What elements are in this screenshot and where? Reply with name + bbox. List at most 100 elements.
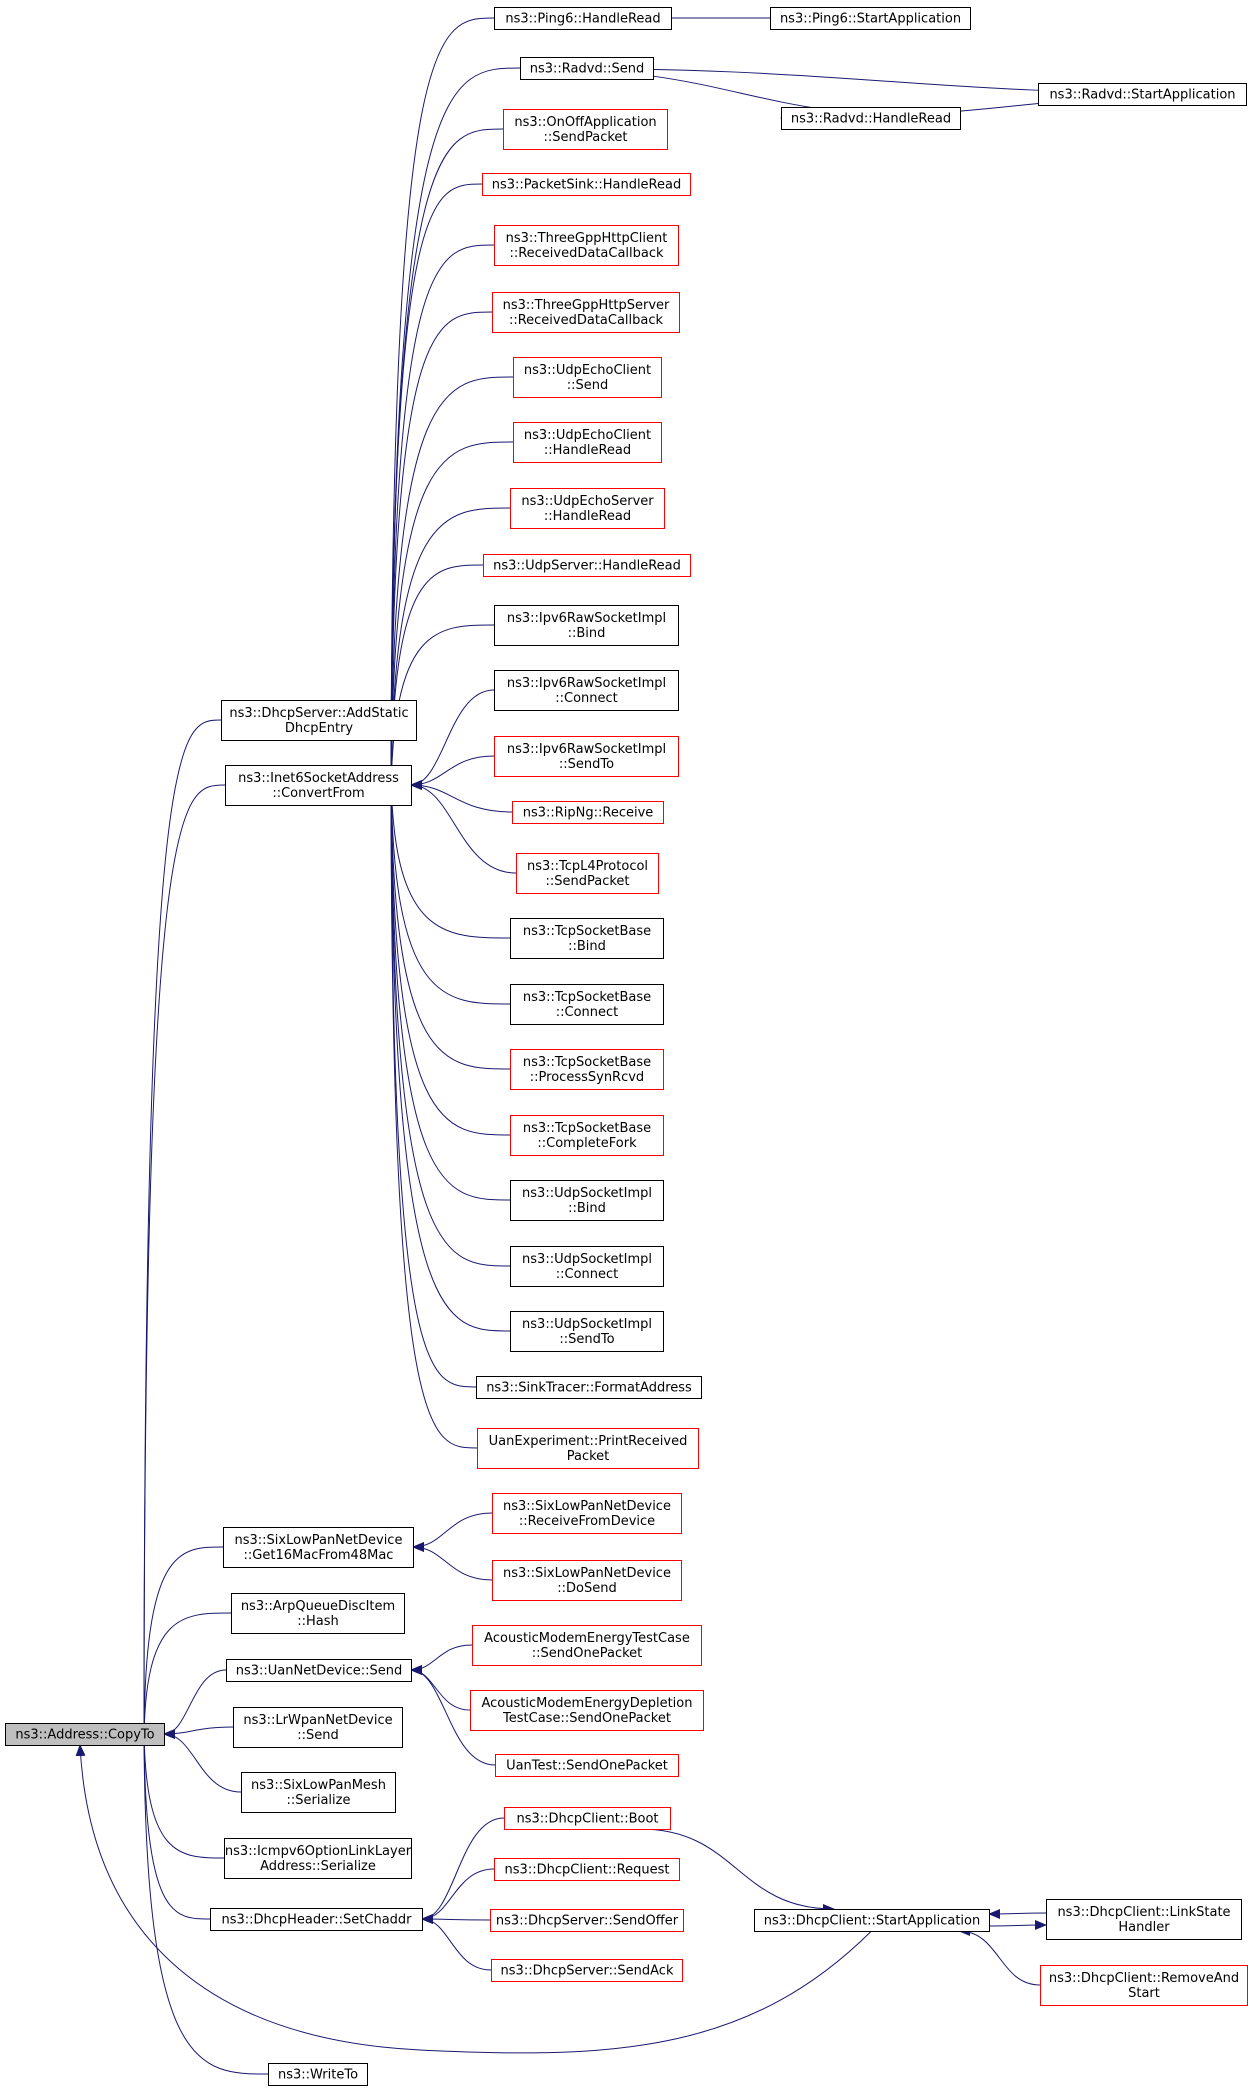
- node-box[interactable]: [510, 1049, 664, 1090]
- node-box[interactable]: [510, 1246, 664, 1287]
- node-box[interactable]: [492, 1493, 682, 1534]
- node-box[interactable]: [512, 801, 664, 824]
- node-box[interactable]: [1040, 1965, 1248, 2006]
- node-tcpsock-processsynrcvd[interactable]: ns3::TcpSocketBase::ProcessSynRcvd: [510, 1049, 664, 1090]
- node-box[interactable]: [1038, 83, 1247, 106]
- node-box[interactable]: [510, 1311, 664, 1352]
- node-radvd-startapp[interactable]: ns3::Radvd::StartApplication: [1038, 83, 1247, 106]
- node-box[interactable]: [510, 984, 664, 1025]
- node-udpsock-connect[interactable]: ns3::UdpSocketImpl::Connect: [510, 1246, 664, 1287]
- node-box[interactable]: [520, 57, 654, 80]
- node-sixlowpan-get16[interactable]: ns3::SixLowPanNetDevice::Get16MacFrom48M…: [223, 1527, 414, 1568]
- node-sixlowpan-receive[interactable]: ns3::SixLowPanNetDevice::ReceiveFromDevi…: [492, 1493, 682, 1534]
- node-box[interactable]: [513, 422, 662, 463]
- node-httpserver-received[interactable]: ns3::ThreeGppHttpServer::ReceivedDataCal…: [492, 292, 680, 333]
- node-udpechoclient-send[interactable]: ns3::UdpEchoClient::Send: [513, 357, 662, 398]
- node-lrwpan-send[interactable]: ns3::LrWpanNetDevice::Send: [233, 1707, 403, 1748]
- node-box[interactable]: [1046, 1899, 1242, 1940]
- node-inet6-convertfrom[interactable]: ns3::Inet6SocketAddress::ConvertFrom: [225, 765, 412, 806]
- node-dhcpserver-sendack[interactable]: ns3::DhcpServer::SendAck: [491, 1959, 683, 1982]
- node-box[interactable]: [490, 1909, 684, 1932]
- node-dhcpserver-sendoffer[interactable]: ns3::DhcpServer::SendOffer: [490, 1909, 684, 1932]
- node-box[interactable]: [494, 1858, 680, 1881]
- node-box[interactable]: [503, 109, 668, 150]
- node-box[interactable]: [241, 1772, 396, 1813]
- node-ipv6raw-sendto[interactable]: ns3::Ipv6RawSocketImpl::SendTo: [494, 736, 679, 777]
- node-sixlowpan-dosend[interactable]: ns3::SixLowPanNetDevice::DoSend: [492, 1560, 682, 1601]
- node-dhcpheader-setchaddr[interactable]: ns3::DhcpHeader::SetChaddr: [210, 1908, 423, 1931]
- node-box[interactable]: [754, 1909, 990, 1932]
- node-box[interactable]: [472, 1625, 702, 1666]
- node-ping6-handleread[interactable]: ns3::Ping6::HandleRead: [494, 7, 672, 30]
- node-udpsock-sendto[interactable]: ns3::UdpSocketImpl::SendTo: [510, 1311, 664, 1352]
- node-box[interactable]: [510, 488, 665, 529]
- node-box[interactable]: [476, 1376, 702, 1399]
- node-writeto[interactable]: ns3::WriteTo: [268, 2063, 368, 2086]
- node-box[interactable]: [482, 173, 691, 196]
- node-box[interactable]: [231, 1593, 405, 1634]
- node-ripng-receive[interactable]: ns3::RipNg::Receive: [512, 801, 664, 824]
- node-box[interactable]: [483, 554, 691, 577]
- node-box[interactable]: [516, 853, 659, 894]
- node-box[interactable]: [494, 736, 679, 777]
- node-udpechoclient-handleread[interactable]: ns3::UdpEchoClient::HandleRead: [513, 422, 662, 463]
- node-box[interactable]: [491, 1959, 683, 1982]
- node-tcpsock-completefork[interactable]: ns3::TcpSocketBase::CompleteFork: [510, 1115, 664, 1156]
- node-box[interactable]: [510, 1115, 664, 1156]
- node-radvd-handleread[interactable]: ns3::Radvd::HandleRead: [781, 107, 961, 130]
- node-box[interactable]: [224, 1838, 412, 1879]
- node-box[interactable]: [770, 7, 971, 30]
- node-tcpsock-bind[interactable]: ns3::TcpSocketBase::Bind: [510, 918, 664, 959]
- node-box[interactable]: [494, 7, 672, 30]
- node-box[interactable]: [470, 1690, 704, 1731]
- node-uantest-sendonepacket[interactable]: UanTest::SendOnePacket: [495, 1754, 679, 1777]
- node-packetsink-handleread[interactable]: ns3::PacketSink::HandleRead: [482, 173, 691, 196]
- node-dhcpclient-boot[interactable]: ns3::DhcpClient::Boot: [504, 1807, 671, 1830]
- node-box[interactable]: [513, 357, 662, 398]
- node-arpqueue-hash[interactable]: ns3::ArpQueueDiscItem::Hash: [231, 1593, 405, 1634]
- node-box[interactable]: [495, 1754, 679, 1777]
- node-box[interactable]: [510, 918, 664, 959]
- node-box[interactable]: [210, 1908, 423, 1931]
- node-tcpsock-connect[interactable]: ns3::TcpSocketBase::Connect: [510, 984, 664, 1025]
- node-box[interactable]: [5, 1723, 165, 1746]
- node-uannetdevice-send[interactable]: ns3::UanNetDevice::Send: [226, 1659, 412, 1682]
- node-httpclient-received[interactable]: ns3::ThreeGppHttpClient::ReceivedDataCal…: [494, 225, 679, 266]
- node-acoustic-sendonepacket[interactable]: AcousticModemEnergyTestCase::SendOnePack…: [472, 1625, 702, 1666]
- node-box[interactable]: [225, 765, 412, 806]
- node-box[interactable]: [492, 292, 680, 333]
- node-box[interactable]: [781, 107, 961, 130]
- node-box[interactable]: [494, 225, 679, 266]
- node-box[interactable]: [268, 2063, 368, 2086]
- node-dhcpclient-startapp[interactable]: ns3::DhcpClient::StartApplication: [754, 1909, 990, 1932]
- node-ipv6raw-connect[interactable]: ns3::Ipv6RawSocketImpl::Connect: [494, 670, 679, 711]
- node-copyto[interactable]: ns3::Address::CopyTo: [5, 1723, 165, 1746]
- node-box[interactable]: [221, 700, 417, 741]
- node-box[interactable]: [477, 1428, 699, 1469]
- node-udpserver-handleread[interactable]: ns3::UdpServer::HandleRead: [483, 554, 691, 577]
- node-acousticdepl-sendonepacket[interactable]: AcousticModemEnergyDepletionTestCase::Se…: [470, 1690, 704, 1731]
- node-tcpl4-sendpacket[interactable]: ns3::TcpL4Protocol::SendPacket: [516, 853, 659, 894]
- node-sinktracer-format[interactable]: ns3::SinkTracer::FormatAddress: [476, 1376, 702, 1399]
- node-onoff-sendpacket[interactable]: ns3::OnOffApplication::SendPacket: [503, 109, 668, 150]
- node-box[interactable]: [492, 1560, 682, 1601]
- node-dhcpclient-request[interactable]: ns3::DhcpClient::Request: [494, 1858, 680, 1881]
- node-sixlowpanmesh-serialize[interactable]: ns3::SixLowPanMesh::Serialize: [241, 1772, 396, 1813]
- node-ipv6raw-bind[interactable]: ns3::Ipv6RawSocketImpl::Bind: [494, 605, 679, 646]
- node-udpsock-bind[interactable]: ns3::UdpSocketImpl::Bind: [510, 1180, 664, 1221]
- node-box[interactable]: [504, 1807, 671, 1830]
- node-radvd-send[interactable]: ns3::Radvd::Send: [520, 57, 654, 80]
- node-ping6-startapp[interactable]: ns3::Ping6::StartApplication: [770, 7, 971, 30]
- node-box[interactable]: [233, 1707, 403, 1748]
- node-box[interactable]: [223, 1527, 414, 1568]
- node-box[interactable]: [226, 1659, 412, 1682]
- node-box[interactable]: [510, 1180, 664, 1221]
- node-box[interactable]: [494, 605, 679, 646]
- node-icmpv6-serialize[interactable]: ns3::Icmpv6OptionLinkLayerAddress::Seria…: [224, 1838, 412, 1879]
- node-udpechoserver-handleread[interactable]: ns3::UdpEchoServer::HandleRead: [510, 488, 665, 529]
- node-box[interactable]: [494, 670, 679, 711]
